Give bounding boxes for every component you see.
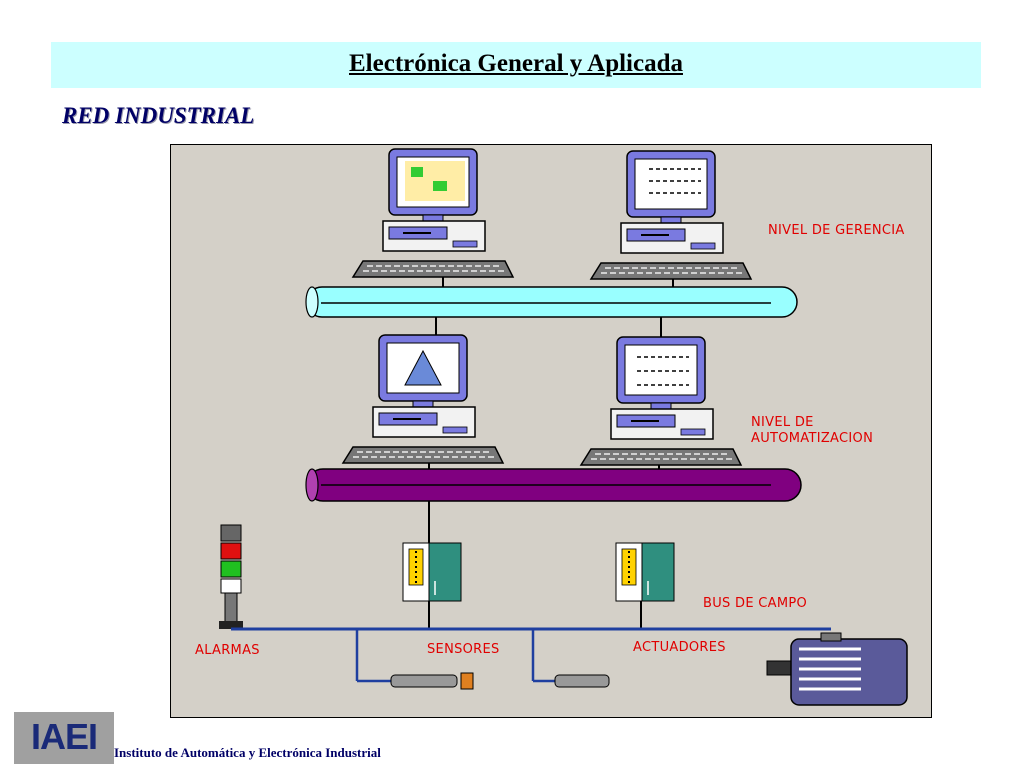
management-level-label: NIVEL DE GERENCIA (768, 223, 905, 238)
institute-logo: IAEI (14, 712, 114, 764)
sensor-left (390, 672, 474, 690)
logo-text: IAEI (30, 716, 98, 757)
automation-bus (305, 468, 802, 502)
automation-level-label-line2: AUTOMATIZACION (751, 431, 874, 446)
fieldbus-label: BUS DE CAMPO (703, 596, 808, 611)
section-title: RED INDUSTRIAL (62, 103, 255, 128)
automation-computer-right (580, 336, 742, 466)
institute-name: Instituto de Automática y Electrónica In… (114, 745, 381, 760)
network-diagram: NIVEL DE GERENCIA NIVEL DE AUTOMATIZACIO… (170, 144, 932, 718)
actuators-label: ACTUADORES (633, 640, 726, 655)
sensor-right (554, 674, 610, 688)
field-module-right (615, 542, 675, 602)
automation-level-label: NIVEL DE AUTOMATIZACION (751, 415, 873, 447)
management-computer-left (352, 148, 514, 278)
sensors-label: SENSORES (427, 642, 500, 657)
page-title: Electrónica General y Aplicada (349, 50, 683, 77)
field-bus (231, 627, 831, 683)
automation-computer-left (342, 334, 504, 464)
motor (766, 632, 908, 706)
diagram-canvas (219, 148, 908, 706)
alarms-label: ALARMAS (195, 643, 260, 658)
field-module-left (402, 542, 462, 602)
title-band: Electrónica General y Aplicada (51, 42, 981, 88)
management-bus (305, 286, 798, 318)
alarm-tower (219, 524, 243, 629)
management-computer-right (590, 150, 752, 280)
automation-level-label-line1: NIVEL DE (751, 415, 814, 430)
